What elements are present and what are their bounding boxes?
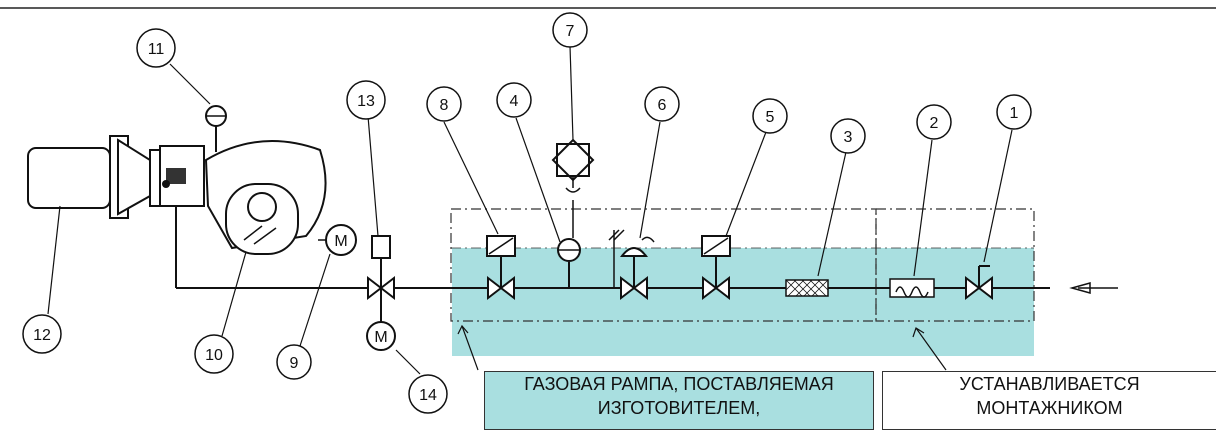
label-arrows xyxy=(457,324,947,371)
burner-body xyxy=(159,140,327,255)
svg-text:13: 13 xyxy=(357,93,375,110)
pressure-switch-burner-icon xyxy=(205,105,227,152)
callout-5: 5 xyxy=(752,98,788,134)
solenoid-valve-8-icon xyxy=(486,235,516,301)
callout-11: 11 xyxy=(136,28,176,68)
supplied-area xyxy=(452,248,1034,356)
supplier-label-line2: ИЗГОТОВИТЕЛЕМ, xyxy=(597,398,761,418)
pressure-regulator-icon xyxy=(608,229,655,301)
svg-text:6: 6 xyxy=(658,97,667,114)
installer-enclosure xyxy=(875,208,1035,322)
pump-icon: M xyxy=(318,224,357,256)
svg-text:8: 8 xyxy=(440,97,449,114)
callout-3: 3 xyxy=(830,118,866,154)
svg-text:10: 10 xyxy=(205,347,223,364)
svg-text:2: 2 xyxy=(930,115,939,132)
svg-text:M: M xyxy=(374,329,387,346)
gas-pressure-gauge-icon xyxy=(551,138,595,238)
svg-text:M: M xyxy=(334,233,347,250)
installer-label-line1: УСТАНАВЛИВАЕТСЯ xyxy=(959,374,1140,394)
svg-text:14: 14 xyxy=(419,387,437,404)
callout-1: 1 xyxy=(996,94,1032,130)
callout-8: 8 xyxy=(426,86,462,122)
callout-4: 4 xyxy=(496,82,532,118)
inlet-arrow xyxy=(1069,282,1118,294)
callout-14: 14 xyxy=(408,374,448,414)
anti-vibration-joint-icon xyxy=(889,278,935,298)
svg-text:3: 3 xyxy=(844,129,853,146)
svg-text:12: 12 xyxy=(33,327,51,344)
callout-10: 10 xyxy=(194,334,234,374)
svg-text:5: 5 xyxy=(766,109,775,126)
svg-text:1: 1 xyxy=(1010,105,1019,122)
supplier-label: ГАЗОВАЯ РАМПА, ПОСТАВЛЯЕМАЯ ИЗГОТОВИТЕЛЕ… xyxy=(484,371,874,430)
installer-label-line2: МОНТАЖНИКОМ xyxy=(976,398,1123,418)
svg-text:9: 9 xyxy=(290,355,299,372)
burner-motor xyxy=(27,135,165,219)
callout-6: 6 xyxy=(644,86,680,122)
supplier-label-line1: ГАЗОВАЯ РАМПА, ПОСТАВЛЯЕМАЯ xyxy=(524,374,834,394)
pressure-switch-icon xyxy=(557,238,581,288)
callout-13: 13 xyxy=(346,80,386,120)
butterfly-valve-icon: M xyxy=(366,235,396,351)
callout-12: 12 xyxy=(22,314,62,354)
installer-label: УСТАНАВЛИВАЕТСЯ МОНТАЖНИКОМ xyxy=(882,371,1216,430)
svg-text:4: 4 xyxy=(510,93,519,110)
callout-9: 9 xyxy=(276,344,312,380)
gas-filter-icon xyxy=(785,279,829,297)
solenoid-valve-5-icon xyxy=(701,235,731,301)
leader-lines xyxy=(47,45,1013,375)
callout-2: 2 xyxy=(916,104,952,140)
callout-7: 7 xyxy=(552,12,588,48)
svg-text:7: 7 xyxy=(566,23,575,40)
manual-valve-icon xyxy=(965,265,993,301)
svg-text:11: 11 xyxy=(148,41,165,58)
